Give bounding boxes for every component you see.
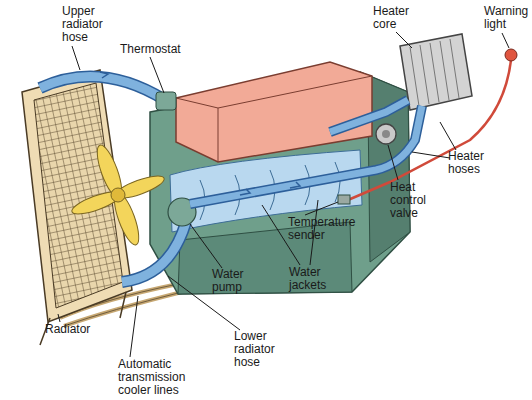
part-label: Automatic transmission cooler lines — [118, 358, 196, 397]
radiator-bracket — [40, 292, 126, 345]
leader-line — [58, 314, 60, 322]
flow-arrow — [100, 72, 300, 195]
heater-core — [400, 34, 472, 110]
valve-stem — [382, 130, 390, 138]
warning-light — [505, 49, 517, 61]
part-label: Temperature sender — [288, 216, 364, 242]
part-label: Upper radiator hose — [62, 5, 120, 44]
leader-line — [150, 57, 164, 93]
part-label: Water jackets — [289, 266, 335, 292]
leader-line — [388, 145, 398, 180]
leader-line — [130, 296, 138, 357]
radiator-core — [34, 83, 123, 308]
heater-hose-outline — [190, 106, 422, 204]
part-label: Warning light — [484, 5, 532, 31]
heater-hose-outline — [330, 100, 408, 132]
heat-control-valve — [376, 124, 396, 144]
fan — [70, 142, 167, 247]
part-label: Heater core — [373, 5, 419, 31]
oil-pan — [178, 222, 352, 294]
radiator-frame — [22, 70, 132, 322]
part-label: Radiator — [45, 323, 105, 336]
upper-hose-outline — [40, 76, 165, 100]
heater-hose — [190, 106, 422, 204]
part-label: Heat control valve — [390, 181, 436, 220]
thermostat-housing — [156, 92, 176, 110]
leader-line — [190, 224, 222, 268]
temperature-sender — [338, 195, 350, 204]
part-label: Heater hoses — [448, 150, 494, 176]
leader-lines — [58, 32, 509, 357]
leader-line — [396, 32, 412, 48]
valve-cover-edge — [176, 76, 372, 162]
leader-line — [502, 33, 509, 48]
heater-hose — [330, 100, 408, 132]
part-label: Thermostat — [120, 43, 192, 56]
valve-cover — [176, 62, 372, 162]
leader-line — [72, 46, 80, 70]
upper-radiator-hose — [40, 76, 165, 100]
leader-line — [305, 202, 338, 215]
part-label: Water pump — [212, 268, 252, 294]
sender-wire — [348, 60, 511, 200]
fan-hub — [111, 188, 125, 202]
part-label: Lower radiator hose — [234, 330, 286, 369]
heater-core-fins — [410, 39, 459, 106]
